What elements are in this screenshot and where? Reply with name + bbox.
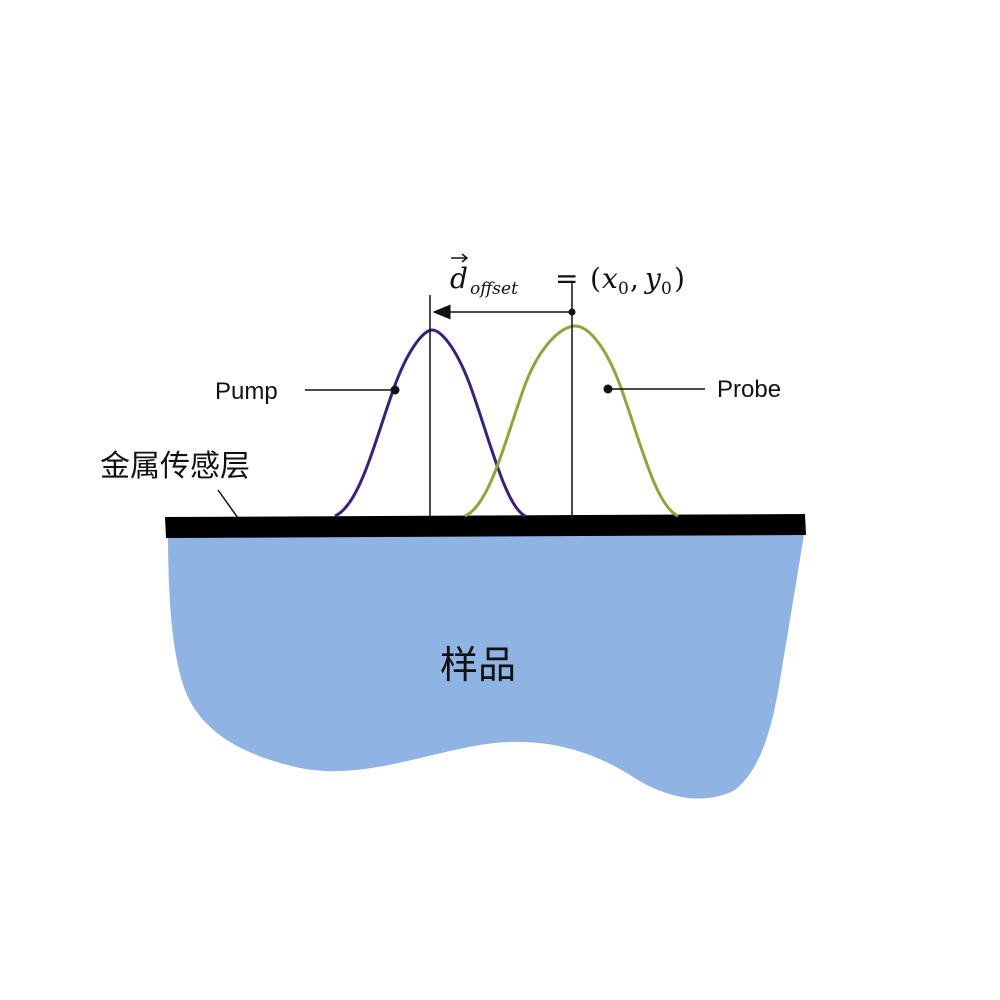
probe-label: Probe [717,376,781,403]
probe-curve [464,324,679,518]
pump-leader-dot [390,385,400,395]
formula-vector-symbol: d [450,262,468,295]
formula-equals: = [555,262,578,295]
formula-open-paren: ( [590,262,601,295]
sample-region [168,528,805,799]
vector-arrowhead-icon [461,253,469,263]
formula-comma: , [630,262,639,295]
probe-leader-dot [603,384,613,394]
formula-x-sub: 0 [618,279,629,299]
offset-formula: d offset = ( x 0 , y 0 ) [450,253,685,299]
sensor-layer-label: 金属传感层 [100,449,250,484]
formula-y-sub: 0 [661,279,672,299]
sample-label: 样品 [440,643,516,687]
formula-close-paren: ) [674,262,685,295]
pump-label: Pump [215,378,278,405]
formula-subscript: offset [470,279,518,299]
metal-sensor-layer [165,514,806,538]
formula-x-var: x [602,262,618,295]
pump-curve [334,328,526,518]
sensor-layer-leader-line [217,489,239,519]
formula-y-var: y [643,262,662,295]
offset-arrow-end-dot [568,308,576,316]
